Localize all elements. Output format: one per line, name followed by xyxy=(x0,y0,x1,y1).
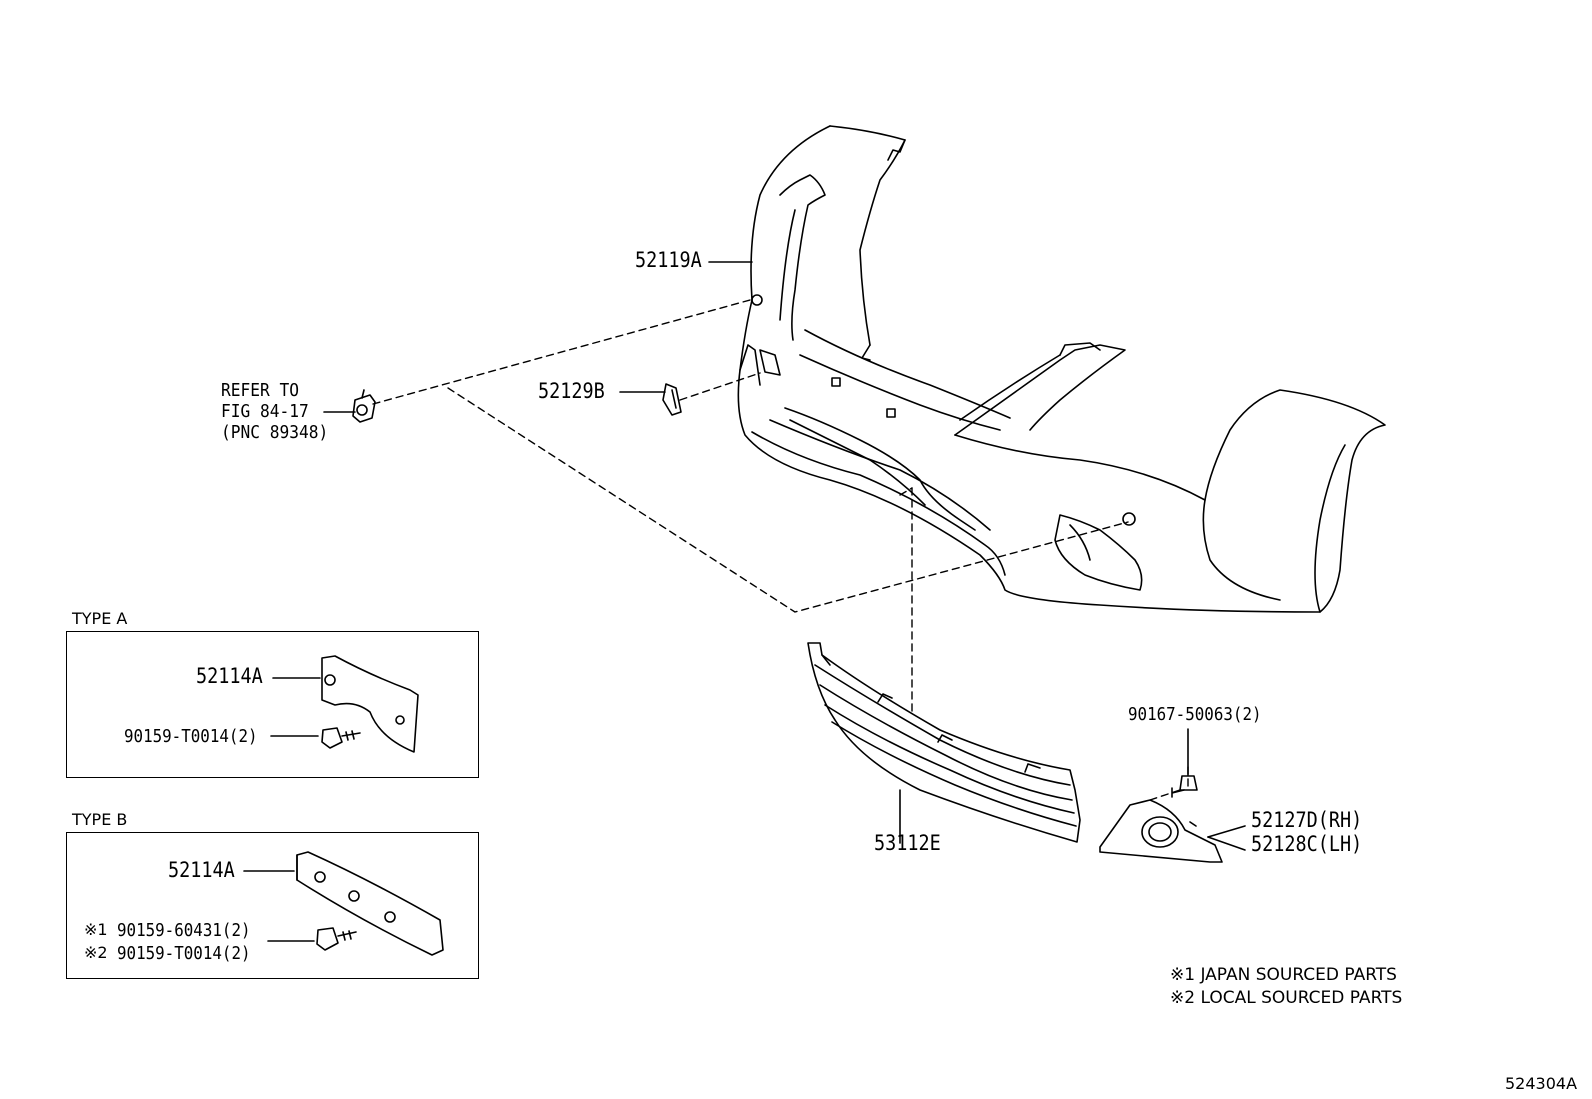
label-bumper-cover: 52119A xyxy=(635,248,702,272)
note-japan-sourced: ※1 JAPAN SOURCED PARTS xyxy=(1170,965,1397,985)
type-a-screw-label: 90159-T0014(2) xyxy=(124,726,258,747)
type-b-bracket-label: 52114A xyxy=(168,858,235,882)
type-a-box xyxy=(66,631,479,778)
retainer-drawing xyxy=(662,383,682,416)
type-b-bracket-drawing xyxy=(296,851,444,956)
label-lower-grille: 53112E xyxy=(874,831,941,855)
lower-grille-drawing xyxy=(807,642,1081,843)
refer-line-2: FIG 84-17 xyxy=(221,401,309,422)
fog-cover-drawing xyxy=(1099,799,1223,863)
type-a-bracket-drawing xyxy=(321,655,419,753)
label-bolt: 90167-50063(2) xyxy=(1128,704,1262,725)
label-retainer: 52129B xyxy=(538,379,605,403)
leader-lines xyxy=(243,261,1246,942)
type-a-title: TYPE A xyxy=(72,609,128,628)
figure-id: 524304A xyxy=(1505,1074,1578,1093)
refer-line-1: REFER TO xyxy=(221,380,300,401)
type-b-box xyxy=(66,832,479,979)
dashed-leaders xyxy=(372,299,1189,801)
refer-line-3: (PNC 89348) xyxy=(221,422,329,443)
type-a-bracket-label: 52114A xyxy=(196,664,263,688)
bumper-cover-drawing xyxy=(737,125,1386,613)
label-fog-cover-rh: 52127D(RH) xyxy=(1251,808,1363,832)
type-b-screw1-label: 90159-60431(2) xyxy=(117,920,251,941)
note-local-sourced: ※2 LOCAL SOURCED PARTS xyxy=(1170,988,1403,1008)
type-b-title: TYPE B xyxy=(72,810,128,829)
bolt-drawing xyxy=(1171,775,1198,798)
clip-refer-drawing xyxy=(352,389,376,423)
type-b-screw2-mark: ※2 xyxy=(84,943,108,962)
type-b-screw2-label: 90159-T0014(2) xyxy=(117,943,251,964)
label-fog-cover-lh: 52128C(LH) xyxy=(1251,832,1363,856)
type-b-screw1-mark: ※1 xyxy=(84,920,108,939)
